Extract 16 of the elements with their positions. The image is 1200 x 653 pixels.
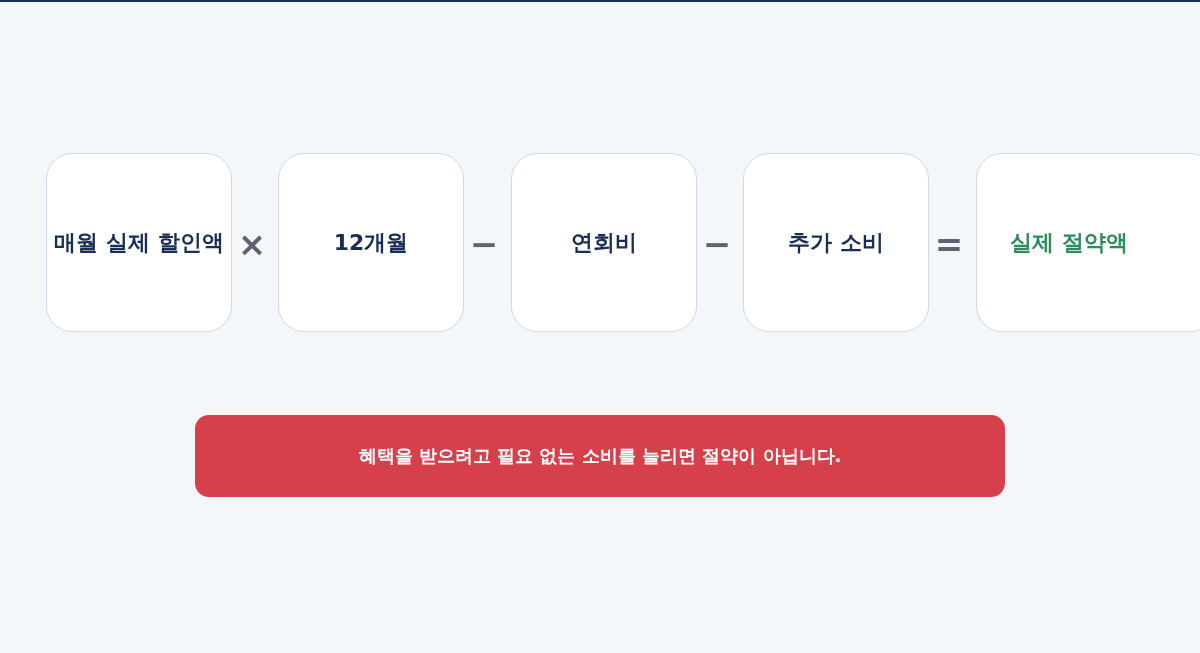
warning-banner <box>195 415 1005 497</box>
operator-sign: − <box>701 224 733 264</box>
term-label: 연회비 <box>571 228 637 257</box>
term-label: 추가 소비 <box>788 228 884 257</box>
term-label: 12개월 <box>333 228 409 257</box>
formula-term-card <box>743 153 929 332</box>
formula-term-card <box>278 153 464 332</box>
formula-term-card <box>976 153 1200 332</box>
operator-sign: = <box>933 224 965 264</box>
formula-term-card <box>511 153 697 332</box>
operator-sign: − <box>468 224 500 264</box>
warning-text: 혜택을 받으려고 필요 없는 소비를 늘리면 절약이 아닙니다. <box>358 444 842 468</box>
term-label: 실제 절약액 <box>1010 228 1128 257</box>
operator-sign: × <box>236 224 268 264</box>
term-label: 매월 실제 할인액 <box>54 228 224 257</box>
formula-term-card <box>46 153 232 332</box>
